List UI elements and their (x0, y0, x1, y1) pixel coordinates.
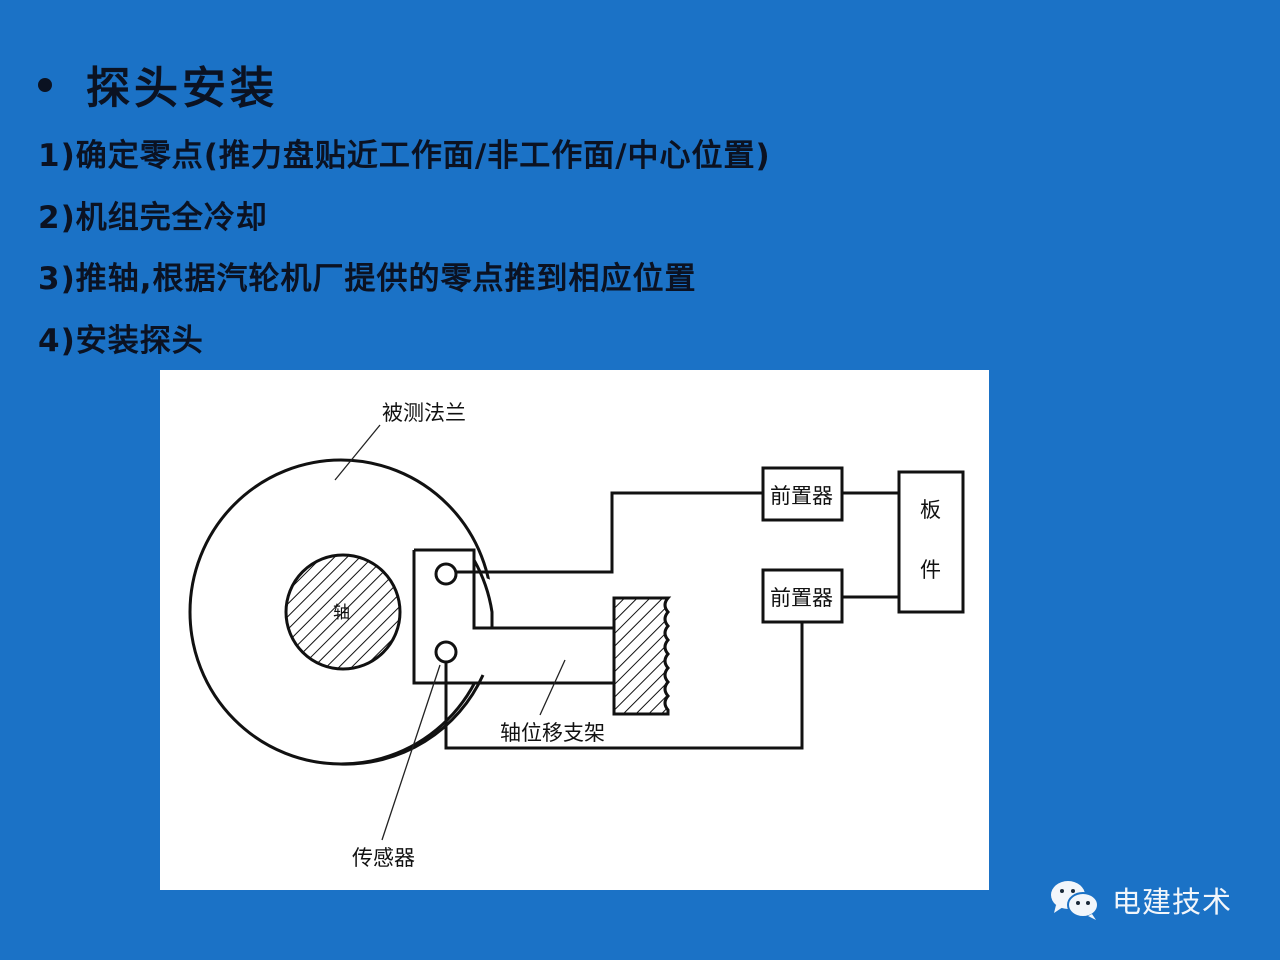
preamp-bottom-label: 前置器 (770, 586, 833, 610)
bracket-label: 轴位移支架 (500, 721, 605, 745)
board-box (897, 470, 965, 614)
board-label-1: 板 (920, 498, 941, 522)
watermark: 电建技术 (1048, 878, 1232, 922)
slide-title-text: 探头安装 (86, 63, 278, 114)
sensor-top (434, 562, 458, 586)
watermark-text: 电建技术 (1112, 885, 1233, 919)
bracket-leader (539, 659, 566, 716)
board-label-2: 件 (920, 558, 941, 582)
sensor-bottom (434, 640, 458, 664)
sensor-leader (381, 664, 441, 841)
step-2: 2)机组完全冷却 (38, 200, 268, 236)
mount-block (612, 596, 672, 716)
flange-leader (334, 424, 381, 481)
step-3: 3)推轴,根据汽轮机厂提供的零点推到相应位置 (38, 261, 697, 297)
bullet-icon (38, 78, 52, 92)
preamp-top-label: 前置器 (770, 484, 833, 508)
wire-top (456, 491, 763, 574)
wire-bottom (444, 622, 804, 750)
step-1: 1)确定零点(推力盘贴近工作面/非工作面/中心位置) (38, 138, 771, 174)
flange-label: 被测法兰 (382, 401, 466, 425)
wechat-icon (1051, 881, 1099, 920)
step-4: 4)安装探头 (38, 323, 204, 359)
sensor-label: 传感器 (352, 846, 415, 870)
slide-title: 探头安装 (38, 52, 278, 116)
shaft-label: 轴 (333, 603, 350, 623)
shaft-circle (284, 553, 402, 671)
